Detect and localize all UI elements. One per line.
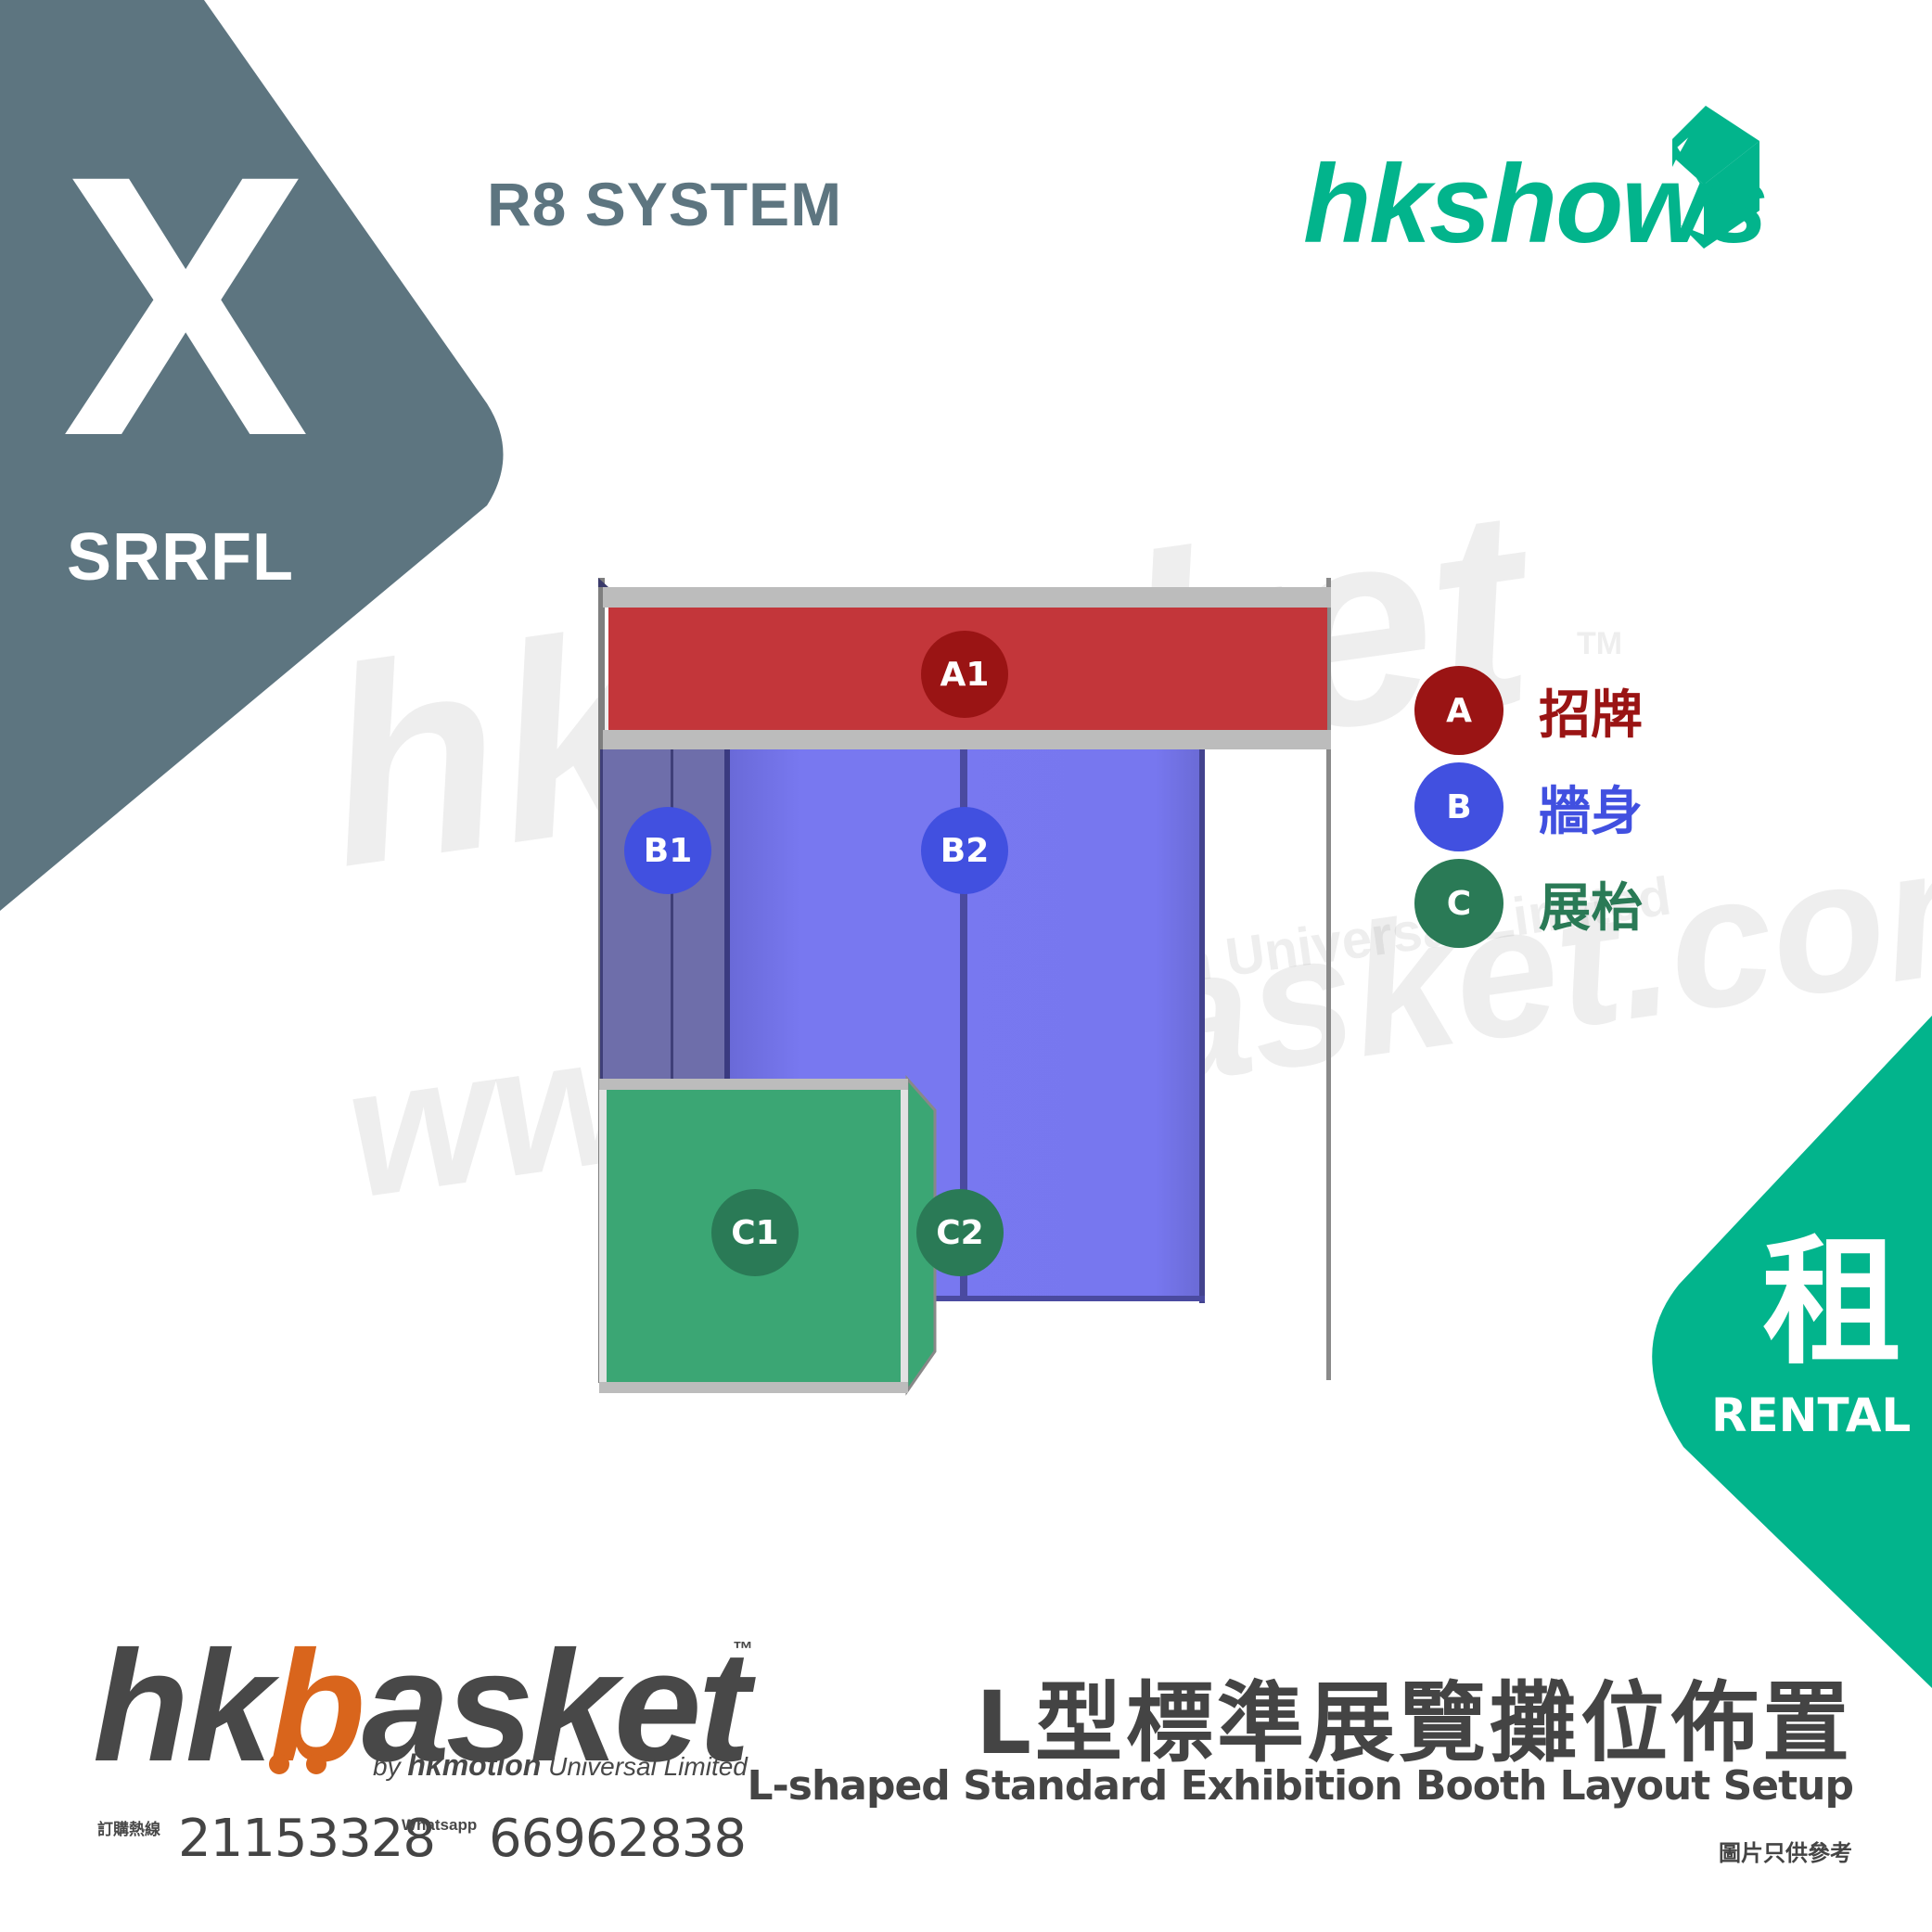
product-series-letter: X	[61, 98, 310, 513]
marker-c2: C2	[916, 1189, 1004, 1276]
legend-label-c: 展枱	[1539, 877, 1643, 939]
marker-b1: B1	[624, 807, 711, 894]
badge-shape	[0, 0, 504, 911]
legend-key-b: B	[1414, 762, 1503, 851]
basket-cart-icon: b	[269, 1619, 365, 1795]
marker-b2: B2	[921, 807, 1008, 894]
trademark: ™	[733, 1637, 753, 1660]
marker-c1: C1	[711, 1189, 799, 1276]
hotline-number[interactable]: 21153328	[178, 1809, 436, 1869]
legend-item-b: B 牆身	[1414, 762, 1643, 851]
rental-badge-shape	[1652, 1016, 1932, 1688]
title-english: L-shaped Standard Exhibition Booth Layou…	[747, 1762, 1854, 1810]
cube-icon	[1672, 106, 1759, 249]
legend-label-a: 招牌	[1539, 685, 1643, 746]
system-name: R8 SYSTEM	[487, 170, 843, 238]
legend-item-c: C 展枱	[1414, 859, 1643, 948]
rental-badge-zh: 租	[1762, 1222, 1902, 1384]
byline-brand: hkmotion	[407, 1748, 542, 1782]
legend-item-a: A 招牌	[1414, 666, 1643, 755]
logo-asket: asket	[362, 1619, 750, 1795]
hotline-label: 訂購熱線	[97, 1821, 160, 1839]
reference-note: 圖片只供參考	[1719, 1840, 1852, 1866]
byline-suffix: Universal Limited	[541, 1752, 748, 1781]
hkshows-logo: hkshows	[1303, 142, 1768, 266]
whatsapp-number[interactable]: 66962838	[489, 1809, 747, 1869]
legend-label-b: 牆身	[1539, 781, 1643, 842]
legend-key-a: A	[1414, 666, 1503, 755]
legend-key-c: C	[1414, 859, 1503, 948]
rental-badge-en: RENTAL	[1711, 1388, 1912, 1442]
marker-a1: A1	[921, 631, 1008, 718]
whatsapp-label: Whatsapp	[402, 1816, 478, 1834]
byline-prefix: by	[373, 1752, 408, 1781]
product-code: SRRFL	[67, 520, 294, 595]
watermark-tm: TM	[1577, 626, 1623, 661]
company-byline: by hkmotion Universal Limited	[373, 1748, 748, 1783]
logo-hk: hk	[93, 1619, 273, 1795]
title-chinese: L型標準展覽攤位佈置	[976, 1673, 1853, 1774]
